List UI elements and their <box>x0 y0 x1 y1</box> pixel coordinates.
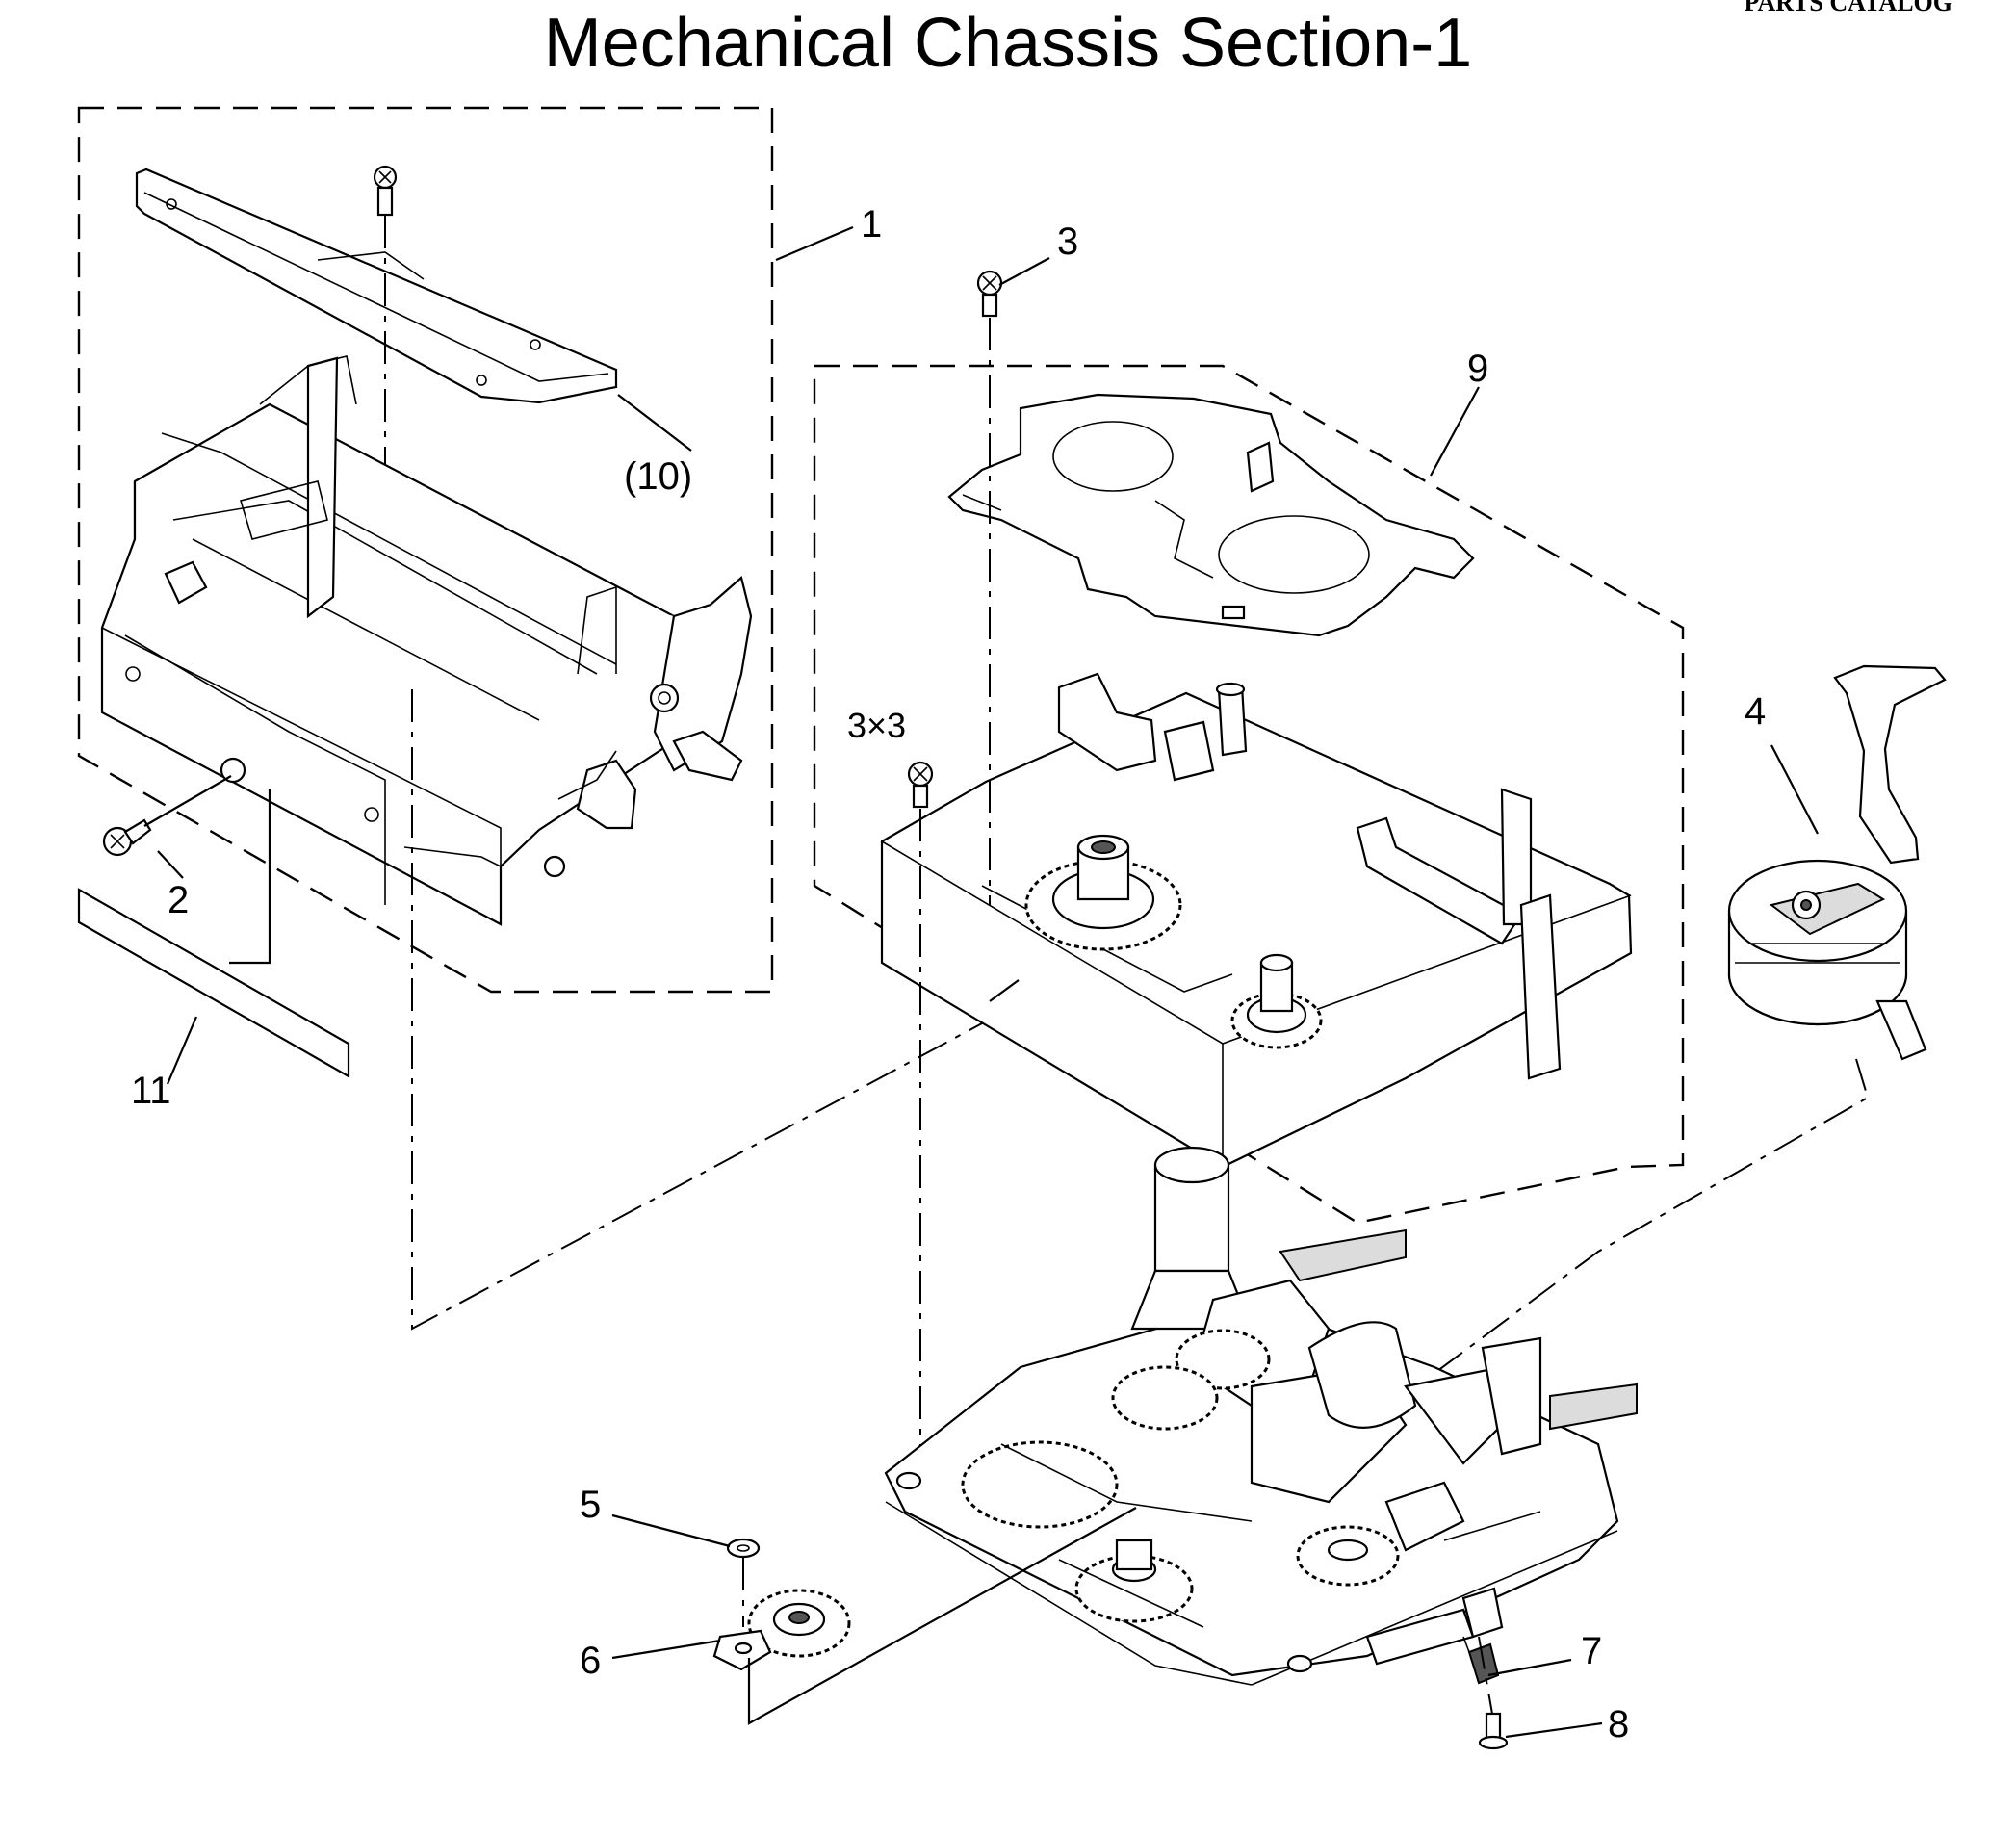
callout-3: 3 <box>1057 220 1078 263</box>
callout-5: 5 <box>580 1484 601 1526</box>
callout-1: 1 <box>861 203 882 246</box>
housing-lever-arm <box>543 575 753 878</box>
callout-4: 4 <box>1745 690 1766 733</box>
spring-pin-axis <box>1478 1636 1493 1715</box>
chassis-reel-gears <box>1024 834 1323 1049</box>
gear-6-mount-line <box>747 1507 1137 1725</box>
assembly-1-mount-axis <box>411 689 1010 1331</box>
screw-part-3 <box>976 270 1003 318</box>
drum-mount-axis <box>1260 1058 1870 1503</box>
corner-label: PARTS CATALOG <box>1744 0 1953 16</box>
callout-6: 6 <box>580 1640 601 1682</box>
main-mechanism-chassis <box>884 1146 1638 1686</box>
label-11-guide <box>229 789 271 965</box>
washer-part-5 <box>726 1538 761 1559</box>
screw-part-3x3 <box>907 761 934 809</box>
assembly-1-boundary <box>77 106 774 994</box>
label-sheet-part-11 <box>77 888 350 1078</box>
drum-assembly-part-4 <box>1727 664 1947 1061</box>
callout-10: (10) <box>624 455 692 498</box>
callout-8: 8 <box>1608 1703 1629 1745</box>
shield-screw <box>373 165 398 217</box>
chassis-connector-line <box>989 979 1020 1002</box>
callout-11: 11 <box>131 1070 171 1112</box>
pin-part-8 <box>1478 1712 1509 1750</box>
chassis-frame <box>880 672 1633 1169</box>
page-title: Mechanical Chassis Section-1 <box>543 5 1473 82</box>
callout-9: 9 <box>1467 348 1488 390</box>
top-shield-plate-part-10 <box>135 168 618 404</box>
callout-7: 7 <box>1581 1630 1602 1672</box>
assembly-9-boundary <box>813 364 1685 1225</box>
callout-3x3: 3×3 <box>847 706 906 745</box>
screw-part-2 <box>102 818 152 857</box>
top-plate-part-9 <box>947 393 1475 637</box>
screw-2-axis <box>143 775 232 827</box>
cassette-housing <box>100 355 676 926</box>
callout-2: 2 <box>168 879 189 921</box>
callout-leaders <box>157 225 1819 1739</box>
cam-gear-part-6 <box>712 1589 851 1671</box>
